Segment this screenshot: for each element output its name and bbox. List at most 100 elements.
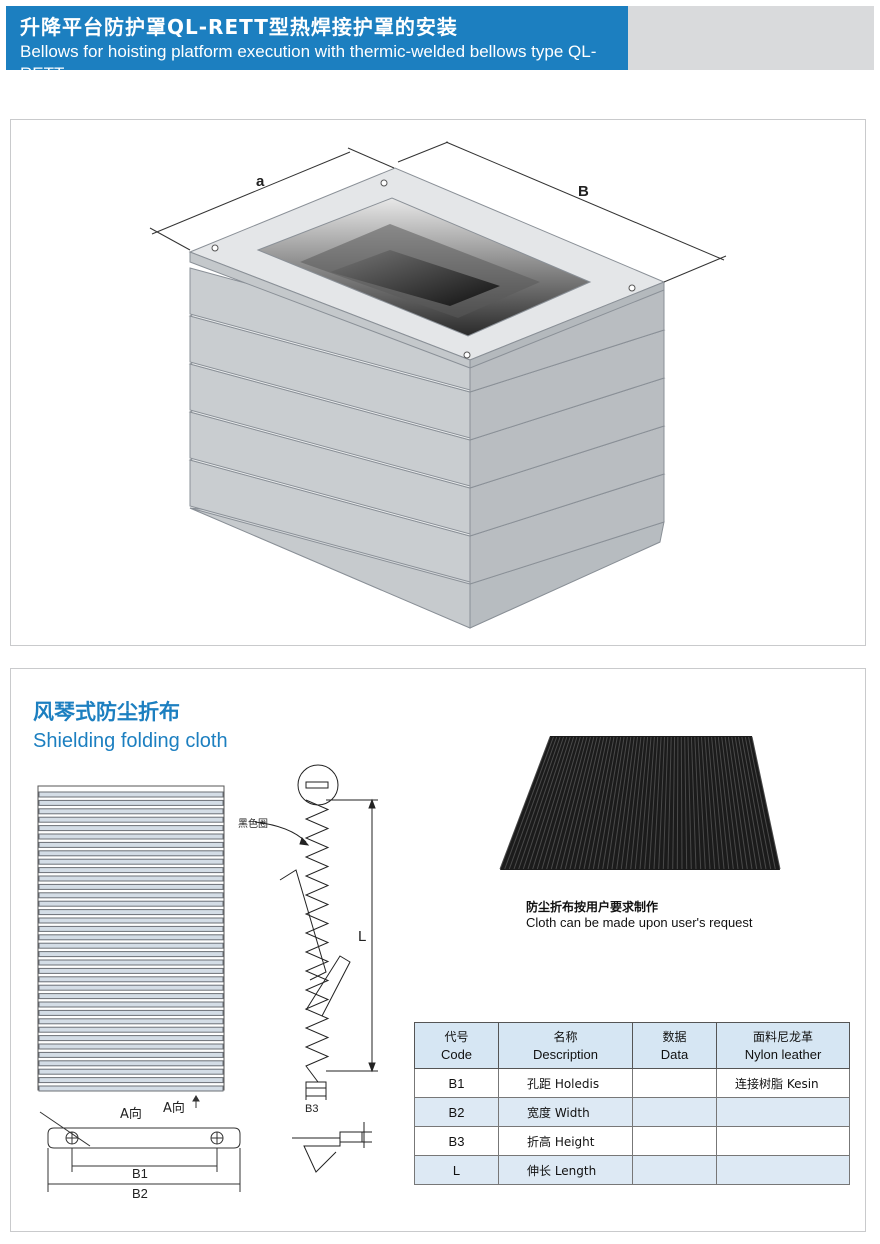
cell-data: [632, 1097, 717, 1127]
cloth-pleat-line: [555, 736, 591, 870]
cloth-pleat-line: [508, 736, 558, 870]
cloth-stripe: [38, 791, 224, 798]
cloth-stripe: [38, 925, 224, 932]
cell-nylon: [716, 1097, 850, 1127]
cloth-pleat-line: [569, 736, 601, 870]
cloth-stripe: [38, 850, 224, 857]
cloth-stripe: [38, 841, 224, 848]
cloth-pleat-line: [748, 736, 776, 870]
table-row: L 伸长 Length: [414, 1155, 850, 1185]
cloth-stripe: [38, 883, 224, 890]
cloth-pleat-line: [717, 736, 734, 870]
cloth-pleat-line: [536, 736, 578, 870]
cloth-stripe: [38, 825, 224, 832]
cell-code: B3: [414, 1126, 499, 1156]
cloth-pleat-line: [527, 736, 571, 870]
cloth-pleat-line: [611, 736, 632, 870]
cloth-pleat-line: [639, 736, 652, 870]
cloth-pleat-line: [578, 736, 608, 870]
bellows-pleats: [188, 267, 666, 629]
cloth-pleat-line: [684, 736, 688, 870]
cloth-stripe: [38, 951, 224, 958]
cloth-pleat-line: [731, 736, 753, 870]
cell-code: B1: [414, 1068, 499, 1098]
cloth-pleat-line: [662, 736, 669, 870]
cloth-stripe: [38, 892, 224, 899]
cell-description: 折高 Height: [498, 1126, 633, 1156]
cloth-stripe: [38, 942, 224, 949]
cloth-pleat-line: [560, 736, 595, 870]
cloth-pleat-line: [734, 736, 758, 870]
table-row: B3 折高 Height: [414, 1126, 850, 1156]
cell-description: 伸长 Length: [498, 1155, 633, 1185]
cloth-stripe: [38, 1035, 224, 1042]
cloth-pleat-line: [648, 736, 659, 870]
cloth-stripe: [38, 833, 224, 840]
cloth-pleat-line: [741, 736, 767, 870]
cloth-stripe: [38, 917, 224, 924]
cloth-pleat-line: [676, 736, 679, 870]
cloth-pleat-line: [606, 736, 628, 870]
cloth-pleat-line: [687, 736, 692, 870]
cell-data: [632, 1068, 717, 1098]
cloth-pleat-line: [711, 736, 725, 870]
cloth-stripe: [38, 984, 224, 991]
cloth-pleat-line: [658, 736, 665, 870]
cloth-pleat-line: [583, 736, 612, 870]
cell-nylon: [716, 1155, 850, 1185]
cloth-pleat-line: [630, 736, 645, 870]
cloth-pleat-line: [724, 736, 744, 870]
cloth-stripe: [38, 1077, 224, 1084]
cell-code: L: [414, 1155, 499, 1185]
bellows-illustration: a B: [149, 141, 727, 629]
cloth-pleat-line: [546, 736, 585, 870]
cloth-pleat-line: [625, 736, 642, 870]
b1-label: B1: [132, 1166, 148, 1181]
cloth-stripe: [38, 875, 224, 882]
cloth-stripe: [38, 1051, 224, 1058]
cloth-pleat-line: [690, 736, 697, 870]
a-direction-label-right: A向: [163, 1101, 185, 1116]
cloth-pleat-line: [714, 736, 730, 870]
table-row: B2 宽度 Width: [414, 1097, 850, 1127]
cloth-pleat-line: [721, 736, 739, 870]
section-title-cn: 风琴式防尘折布: [33, 700, 180, 724]
cloth-stripe: [38, 1001, 224, 1008]
dimension-b-label: B: [578, 183, 589, 200]
cloth-pleat-line: [499, 736, 551, 870]
cloth-pleat-line: [564, 736, 598, 870]
fold-profile-drawing: [254, 764, 378, 1173]
cloth-pleat-line: [592, 736, 618, 870]
cloth-pleat-line: [707, 736, 720, 870]
cloth-pleat-line: [701, 736, 711, 870]
cloth-pleat-line: [697, 736, 706, 870]
cloth-stripe: [38, 934, 224, 941]
a-direction-label-left: A向: [120, 1107, 142, 1122]
cloth-pleat-line: [634, 736, 649, 870]
cloth-pleat-line: [616, 736, 635, 870]
dimension-lines: [149, 141, 727, 283]
cloth-pleat-line: [667, 736, 672, 870]
cloth-pleat-line: [727, 736, 748, 870]
cloth-stripe: [38, 858, 224, 865]
length-label: L: [358, 928, 367, 945]
photo-caption-cn: 防尘折布按用户要求制作: [526, 900, 659, 914]
cell-description: 孔距 Holedis: [498, 1068, 633, 1098]
cell-nylon: 连接树脂 Kesin: [716, 1068, 850, 1098]
cloth-pleat-line: [620, 736, 638, 870]
cloth-stripe: [38, 1085, 224, 1092]
cloth-pleat-line: [588, 736, 615, 870]
cloth-stripe: [38, 816, 224, 823]
black-ring-label: 黑色圈: [238, 819, 268, 830]
cloth-stripe: [38, 1018, 224, 1025]
cloth-stripe: [38, 808, 224, 815]
header-gray-block: [628, 6, 874, 70]
cloth-pleat-line: [513, 736, 561, 870]
cloth-pleat-line: [504, 736, 554, 870]
cell-data: [632, 1155, 717, 1185]
cloth-pleat-line: [602, 736, 625, 870]
